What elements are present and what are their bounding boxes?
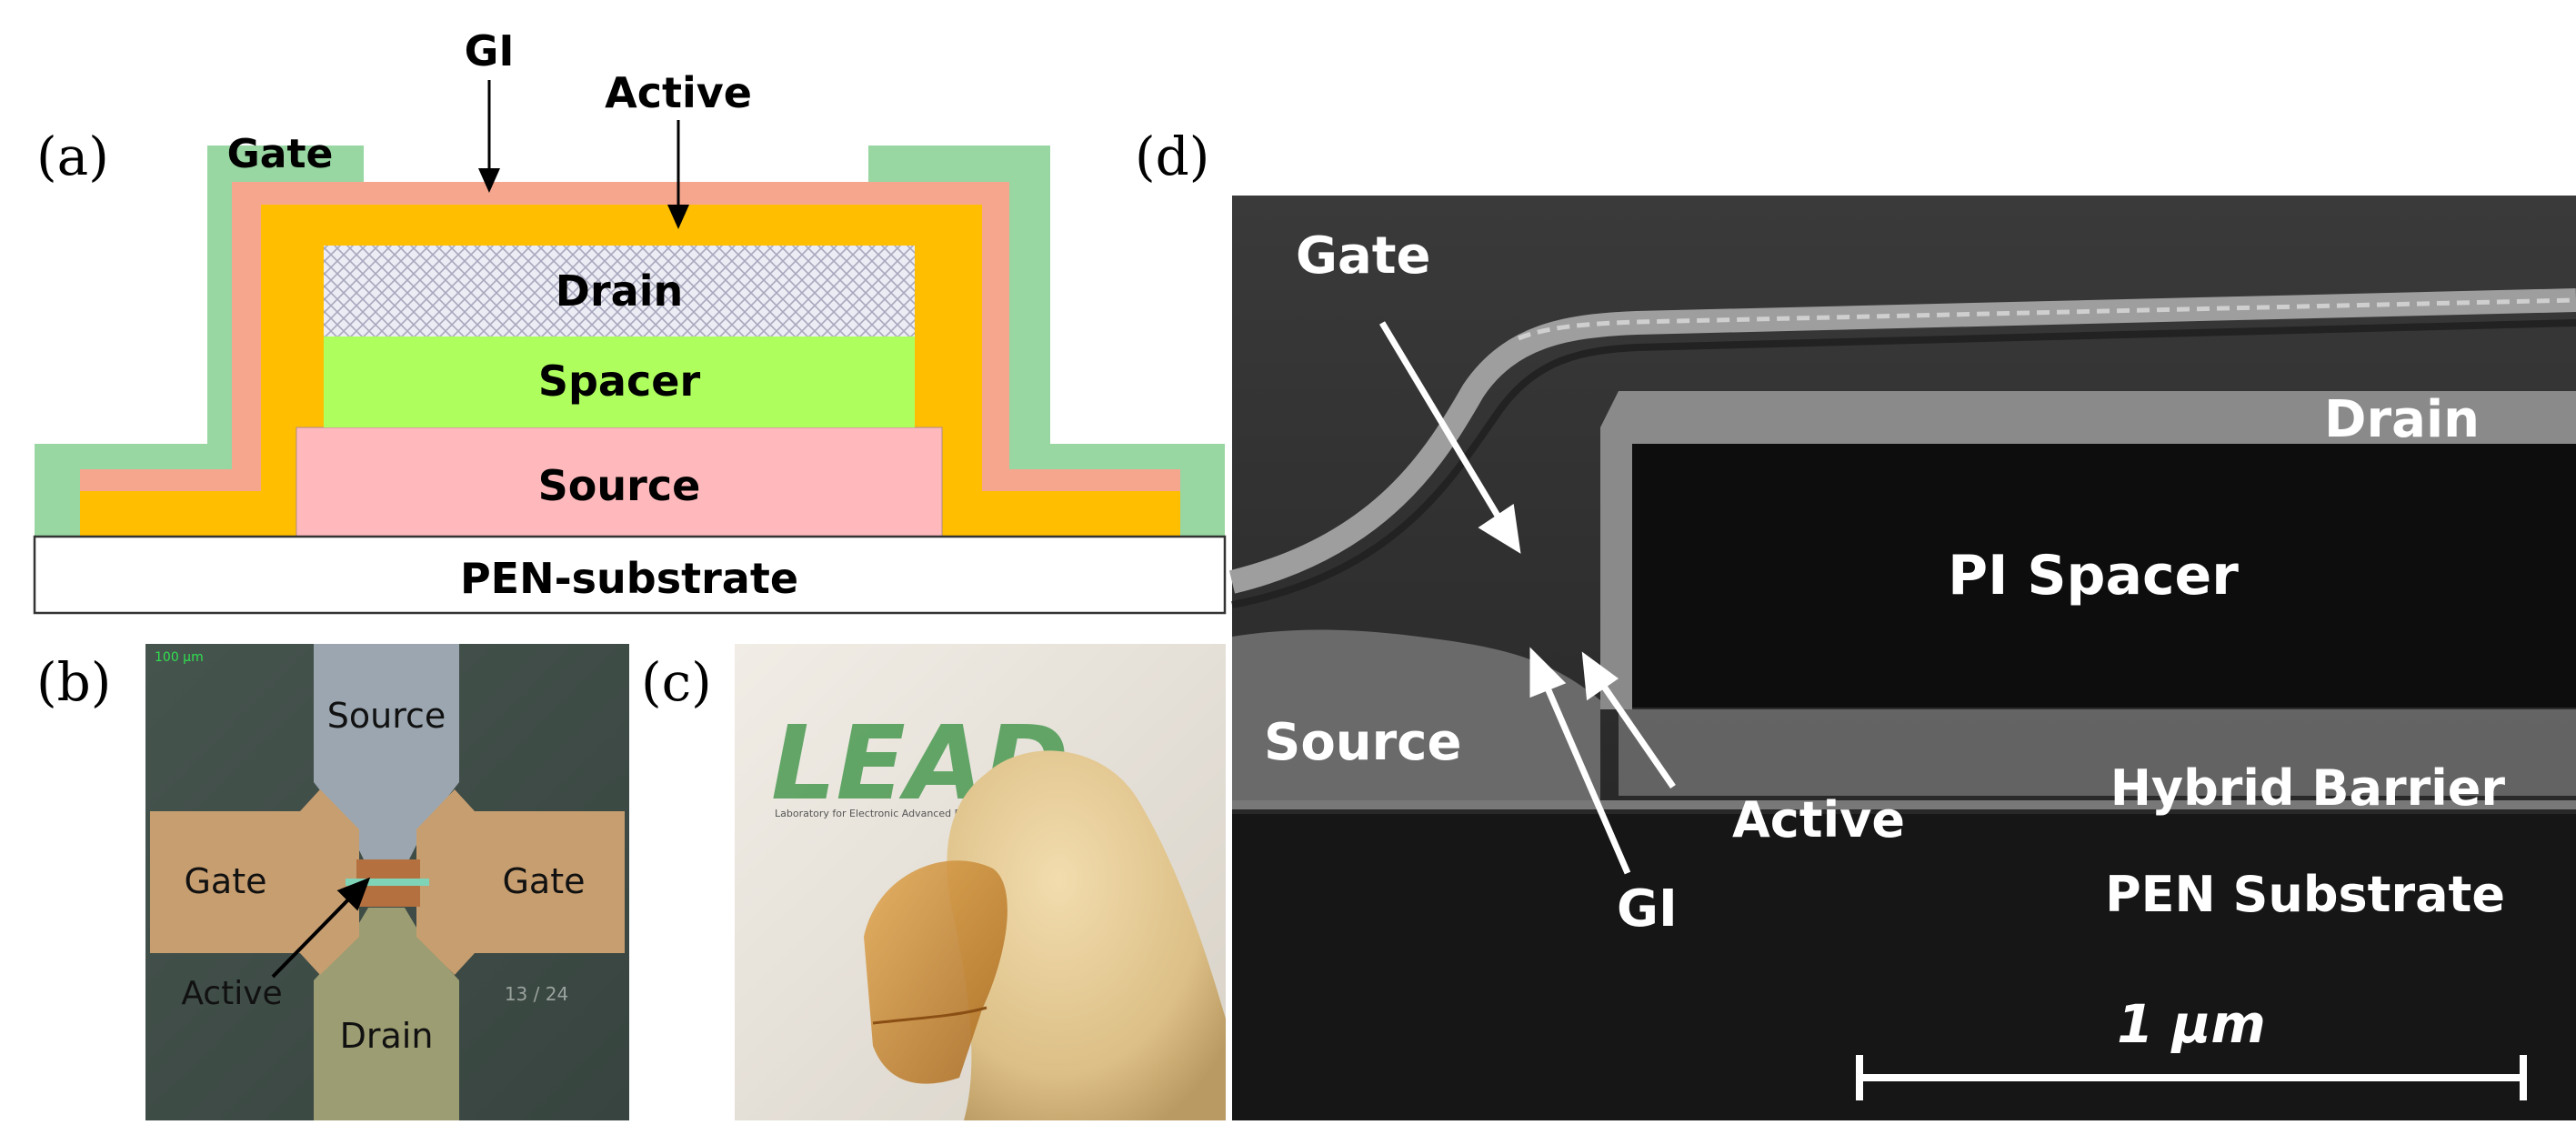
gate-pad-right — [393, 789, 625, 975]
panel-label-b: (b) — [36, 651, 111, 713]
sem-pi-spacer — [1632, 444, 2576, 708]
sem-scale-bar — [1856, 1055, 2527, 1100]
drain-layer — [324, 246, 915, 336]
sem-arrows — [1378, 321, 1676, 875]
flexible-film — [864, 860, 1007, 1084]
film-edge — [872, 1006, 987, 1025]
sem-gate-layer — [1228, 288, 2576, 594]
sem-label-source: Source — [1264, 713, 1461, 772]
substrate-layer — [33, 535, 1227, 615]
sem-barrier-line — [1232, 800, 2576, 809]
sem-label-active: Active — [1732, 791, 1905, 849]
sem-label-pen-substrate: PEN Substrate — [2105, 866, 2505, 923]
drain-pad — [314, 908, 459, 1120]
label-active: Active — [605, 68, 752, 117]
panel-b-micrograph: (b) 100 μm Source Gate Gate Active Drain… — [36, 644, 629, 1120]
micrograph-scale-text: 100 μm — [155, 650, 204, 665]
micro-id-text: 13 / 24 — [505, 983, 568, 1005]
sem-label-hybrid-barrier: Hybrid Barrier — [2110, 759, 2506, 817]
active-channel — [346, 879, 429, 886]
label-gi: GI — [465, 26, 515, 75]
panel-label-d: (d) — [1135, 126, 1209, 187]
label-source: Source — [538, 461, 701, 510]
sem-gate-arrow — [1378, 321, 1504, 522]
sem-substrate-band — [1232, 814, 2576, 1120]
label-spacer: Spacer — [538, 357, 701, 406]
gate-pad-left — [150, 789, 382, 975]
micro-label-gate-left: Gate — [184, 861, 266, 901]
sem-active-arrowhead — [1581, 651, 1619, 701]
sem-dark-line — [1231, 319, 2576, 608]
micro-active-arrow — [271, 877, 371, 979]
source-pad — [314, 644, 459, 869]
panel-d-sem: (d) Gate Drain PI Spacer Source Hybrid B… — [1135, 126, 2576, 1120]
logo-caption: Laboratory for Electronic Advanced Devic… — [775, 808, 994, 819]
sem-textured-region — [1619, 709, 2576, 796]
sem-label-pi-spacer: PI Spacer — [1948, 544, 2239, 608]
label-substrate: PEN-substrate — [460, 554, 798, 603]
sem-source-region — [1232, 629, 1600, 800]
label-drain: Drain — [556, 266, 683, 316]
micro-label-gate-right: Gate — [502, 861, 585, 901]
sem-gate-arrowhead — [1478, 504, 1521, 554]
sem-gi-arrowhead — [1529, 647, 1567, 698]
source-layer — [296, 427, 943, 537]
sem-label-gate: Gate — [1296, 226, 1431, 286]
micro-label-active: Active — [181, 975, 282, 1012]
sem-drain-layer — [1600, 391, 2576, 709]
sem-gate-dashes — [1518, 297, 2576, 341]
spacer-layer — [324, 336, 915, 427]
panel-a-cross-section: (a) Gate GI Active Drain Spacer Source P… — [33, 26, 1227, 615]
panel-c-photo: (c) LEAD Laboratory for Electronic Advan… — [641, 644, 1226, 1120]
panel-label-c: (c) — [641, 651, 712, 713]
sem-gi-arrow — [1542, 682, 1631, 875]
sem-active-arrow — [1599, 682, 1676, 788]
micro-label-source: Source — [327, 696, 446, 736]
sem-label-drain: Drain — [2324, 390, 2480, 449]
label-gate: Gate — [227, 131, 334, 177]
gloved-finger — [947, 750, 1226, 1120]
sem-label-gi: GI — [1617, 879, 1678, 939]
micro-label-drain: Drain — [340, 1016, 434, 1056]
panel-label-a: (a) — [36, 126, 109, 187]
sem-scale-label: 1 μm — [2117, 993, 2266, 1055]
